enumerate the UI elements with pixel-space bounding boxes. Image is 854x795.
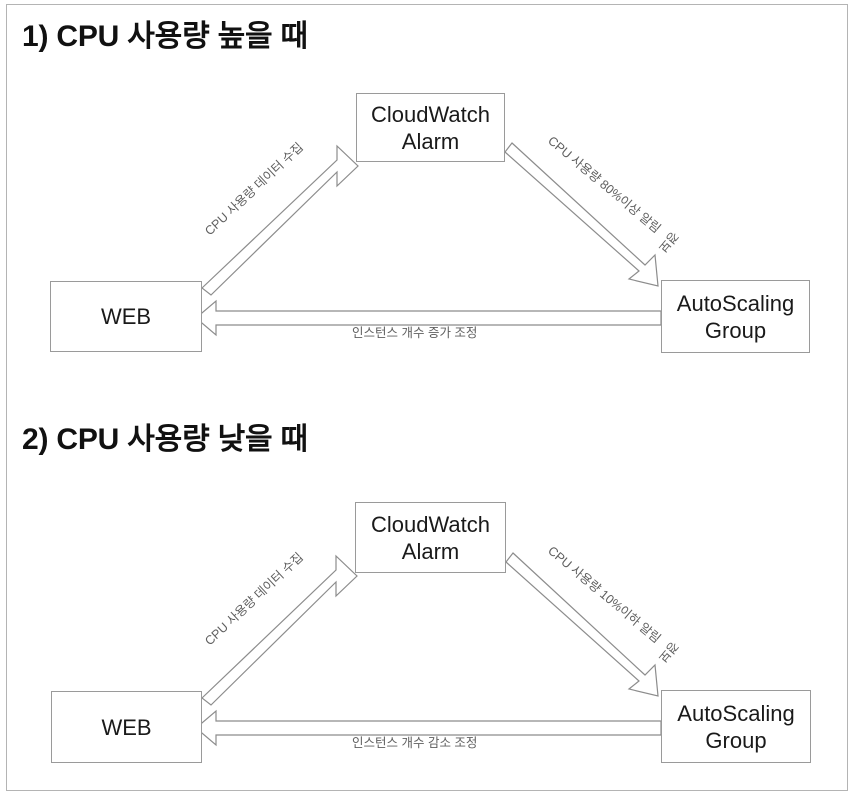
node-web-2[interactable]: WEB bbox=[51, 691, 202, 763]
node-cloudwatch-alarm-1[interactable]: CloudWatch Alarm bbox=[356, 93, 505, 162]
section-1-title: 1) CPU 사용량 높을 때 bbox=[22, 20, 308, 53]
arrow-web-to-cloudwatch-1 bbox=[201, 144, 359, 296]
node-autoscaling-group-2[interactable]: AutoScaling Group bbox=[661, 690, 811, 763]
edge-label-adjust-2: 인스턴스 개수 감소 조정 bbox=[352, 736, 478, 750]
node-web-1[interactable]: WEB bbox=[50, 281, 202, 352]
edge-label-adjust-1: 인스턴스 개수 증가 조정 bbox=[352, 326, 478, 340]
arrow-autoscaling-to-web-2 bbox=[195, 709, 662, 747]
node-cloudwatch-alarm-2[interactable]: CloudWatch Alarm bbox=[355, 502, 506, 573]
section-2-title: 2) CPU 사용량 낮을 때 bbox=[22, 423, 308, 456]
arrow-cloudwatch-to-autoscaling-2 bbox=[505, 552, 659, 697]
arrow-autoscaling-to-web-1 bbox=[195, 299, 662, 337]
arrow-web-to-cloudwatch-2 bbox=[201, 554, 358, 706]
node-autoscaling-group-1[interactable]: AutoScaling Group bbox=[661, 280, 810, 353]
arrow-cloudwatch-to-autoscaling-1 bbox=[504, 142, 659, 287]
